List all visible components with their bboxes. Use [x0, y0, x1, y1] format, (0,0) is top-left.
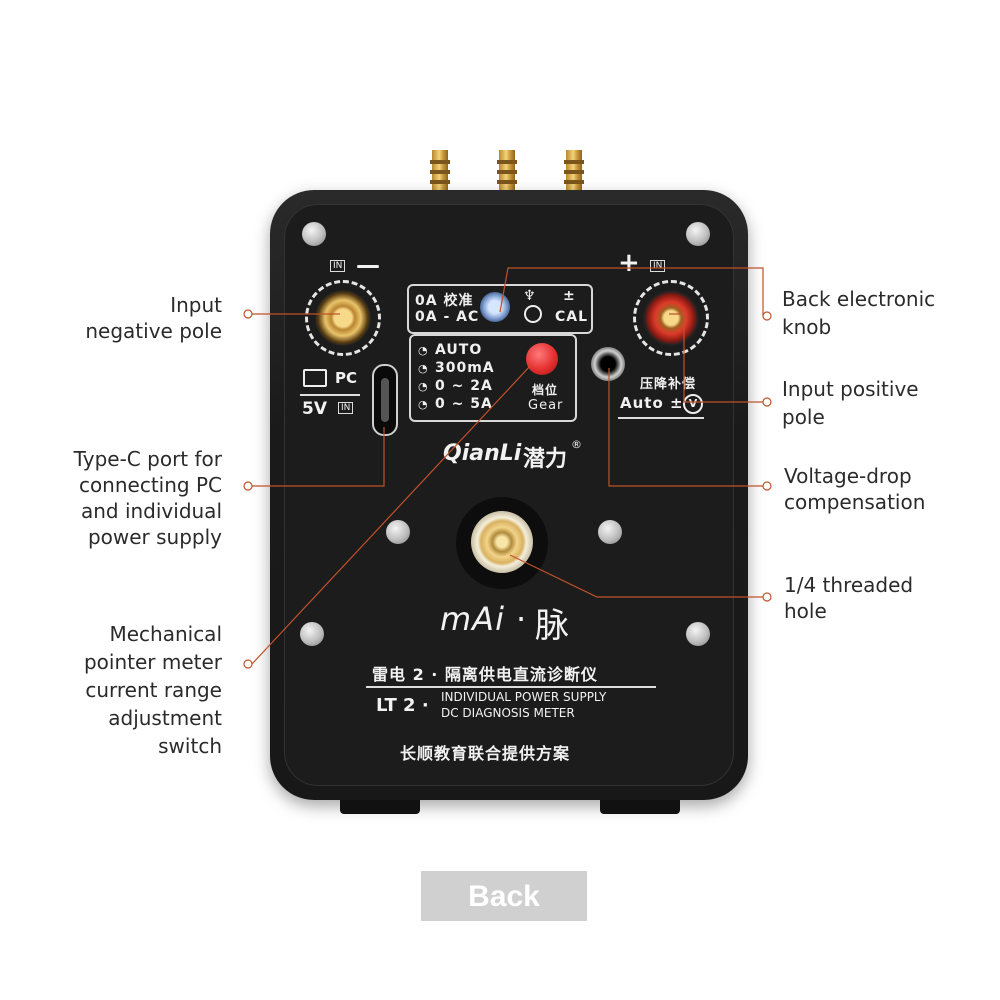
gear-item-2a: 0 ~ 2A — [435, 378, 493, 394]
dot — [762, 481, 772, 491]
monitor-icon — [303, 369, 327, 387]
lt2-label: LT 2 · — [376, 695, 429, 716]
cal-line1: 0A 校准 — [415, 293, 474, 309]
negative-terminal-ring — [305, 280, 381, 356]
pc-label: PC — [335, 369, 358, 387]
divider — [300, 394, 360, 396]
gear-item-5a: 0 ~ 5A — [435, 396, 493, 412]
screw — [598, 520, 622, 544]
mai-logo-dot: · — [516, 600, 527, 638]
line-gear-switch — [251, 363, 533, 665]
signal-icon: ◔ — [418, 344, 428, 357]
brand-cn: 潜力 — [523, 447, 568, 472]
dot — [762, 397, 772, 407]
dot — [243, 481, 253, 491]
dot — [762, 592, 772, 602]
threaded-hole[interactable] — [471, 511, 533, 573]
signal-icon: ◔ — [418, 380, 428, 393]
gear-switch-button[interactable] — [526, 343, 558, 375]
screw — [686, 622, 710, 646]
title-en-2: DC DIAGNOSIS METER — [441, 706, 575, 720]
volt-icon: V — [683, 394, 703, 414]
positive-pole-terminal[interactable] — [643, 290, 699, 346]
cal-pm: ± — [563, 288, 576, 304]
callout-voltage-drop: Voltage-drop compensation — [784, 464, 926, 514]
in-neg-label: IN — [330, 260, 346, 272]
in-pos-label: IN — [650, 260, 666, 272]
type-c-port[interactable] — [372, 364, 398, 436]
back-electronic-knob[interactable] — [480, 292, 510, 322]
positive-terminal-ring — [633, 280, 709, 356]
comp-cn-label: 压降补偿 — [640, 377, 697, 392]
back-button[interactable]: Back — [421, 871, 587, 921]
device-foot — [600, 800, 680, 814]
signal-icon: ◔ — [418, 398, 428, 411]
callout-pointer-meter-switch: Mechanical pointer meter current range a… — [83, 622, 222, 758]
cal-label: CAL — [555, 309, 589, 325]
title-en-1: INDIVIDUAL POWER SUPPLY — [441, 690, 607, 704]
callout-input-negative-pole: Input negative pole — [85, 293, 222, 343]
cal-panel — [407, 284, 593, 334]
screw — [686, 222, 710, 246]
cal-line2: 0A - AC — [415, 309, 480, 325]
plus-sign: + — [618, 248, 640, 278]
line-positive-pole — [669, 313, 763, 403]
callout-threaded-hole: 1/4 threaded hole — [784, 573, 914, 623]
dot — [243, 309, 253, 319]
gear-panel — [409, 334, 577, 422]
registered-mark: ® — [571, 438, 582, 451]
voltage-drop-jack[interactable] — [591, 347, 625, 381]
mai-logo-left: mAi — [440, 600, 505, 638]
divider — [366, 686, 656, 688]
screw — [386, 520, 410, 544]
line-type-c — [252, 427, 385, 487]
rotate-icon — [524, 305, 542, 323]
five-v-label: 5V — [302, 399, 327, 419]
tuning-icon: ♆ — [523, 288, 536, 304]
partner-cn: 长顺教育联合提供方案 — [400, 744, 571, 763]
line-knob — [499, 267, 764, 316]
in-small-label: IN — [338, 402, 354, 414]
negative-pole-terminal[interactable] — [315, 290, 371, 346]
callout-type-c-port: Type-C port for connecting PC and indivi… — [73, 447, 222, 549]
title-cn: 雷电 2 · 隔离供电直流诊断仪 — [372, 665, 598, 684]
dot — [762, 311, 772, 321]
gear-item-300ma: 300mA — [435, 360, 495, 376]
screw — [302, 222, 326, 246]
gear-item-auto: AUTO — [435, 342, 483, 358]
auto-pm-label: Auto ± — [620, 394, 684, 412]
divider — [618, 417, 704, 419]
callout-input-positive-pole: Input positive pole — [782, 377, 919, 429]
screw — [300, 622, 324, 646]
device-foot — [340, 800, 420, 814]
gear-en-label: Gear — [528, 398, 564, 413]
line-threaded-hole — [509, 554, 763, 598]
line-voltage-drop — [608, 368, 763, 487]
dot — [243, 659, 253, 669]
mai-logo-right: 脉 — [535, 606, 569, 646]
callout-back-electronic-knob: Back electronic knob — [782, 287, 936, 339]
signal-icon: ◔ — [418, 362, 428, 375]
gear-cn-label: 档位 — [532, 383, 559, 397]
minus-sign: — — [356, 251, 380, 279]
